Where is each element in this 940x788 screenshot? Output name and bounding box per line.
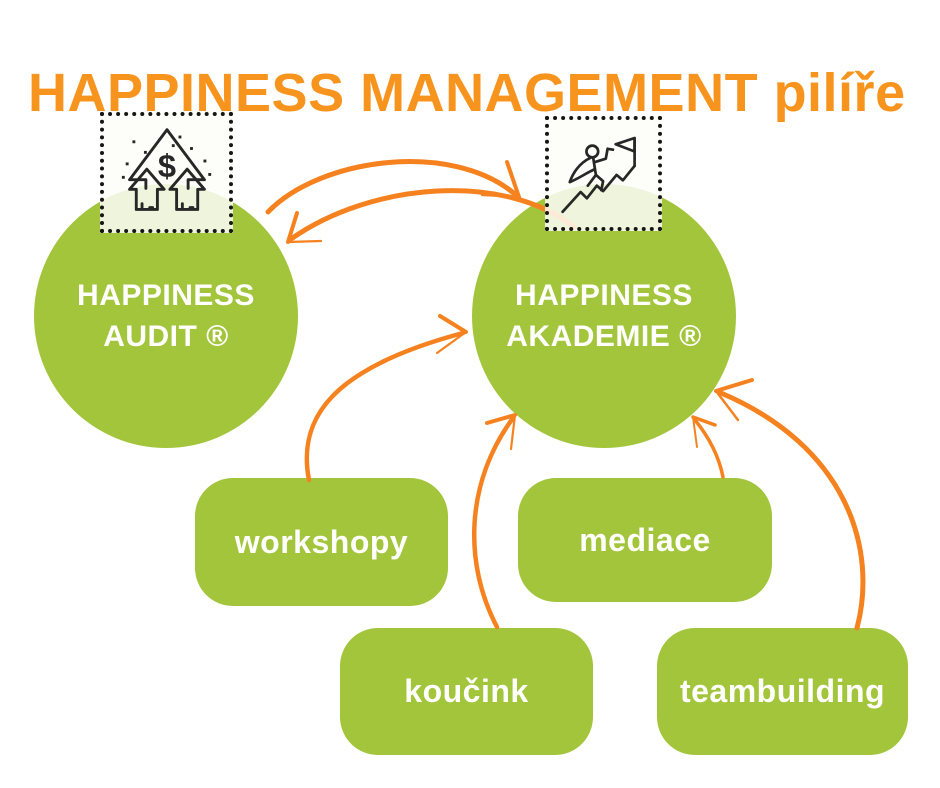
arrowhead-koucink-to-akademie-thin (509, 413, 517, 451)
circle-audit-line2: AUDIT ® (103, 320, 229, 353)
arrow-teambuilding-to-akademie (718, 390, 866, 631)
service-label-workshopy: workshopy (234, 523, 409, 560)
service-label-teambuilding: teambuilding (679, 673, 886, 709)
service-box-koucink: koučink (340, 628, 593, 755)
money-growth-icon-graphic: $ (121, 127, 211, 211)
circle-akademie-line2: AKADEMIE ® (506, 320, 702, 353)
circle-audit-line1: HAPPINESS (77, 279, 255, 312)
service-box-workshopy: workshopy (195, 478, 448, 606)
arrowhead-teambuilding-to-akademie (714, 378, 754, 393)
arrowhead-akademie-to-audit-thin (286, 239, 323, 244)
arrow-audit-to-akademie (265, 159, 519, 215)
circle-happiness-akademie-label: HAPPINESS AKADEMIE ® (506, 275, 701, 357)
service-label-koucink: koučink (404, 673, 529, 709)
arrowhead-mediace-to-akademie (691, 415, 717, 427)
mountain-flag-icon (545, 116, 662, 231)
arrowhead-koucink-to-akademie (485, 413, 517, 425)
arrowhead-workshopy-to-akademie (438, 314, 468, 334)
circle-akademie-line1: HAPPINESS (515, 279, 693, 312)
arrowhead-workshopy-to-akademie-thin (435, 330, 468, 355)
service-label-mediace: mediace (579, 521, 711, 558)
arrowhead-akademie-to-audit (286, 211, 299, 244)
arrow-akademie-to-audit (288, 188, 577, 242)
arrow-workshopy-to-akademie (304, 330, 466, 483)
arrowhead-teambuilding-to-akademie-thin (714, 389, 740, 422)
svg-text:$: $ (157, 146, 175, 183)
circle-happiness-audit-label: HAPPINESS AUDIT ® (77, 275, 255, 357)
arrow-koucink-to-akademie (471, 415, 516, 630)
arrow-mediace-to-akademie (693, 418, 725, 479)
service-box-teambuilding: teambuilding (657, 628, 908, 755)
mountain-flag-icon-graphic (560, 136, 636, 213)
money-growth-icon: $ (100, 112, 233, 233)
arrowhead-audit-to-akademie (505, 160, 521, 199)
service-box-mediace: mediace (518, 478, 772, 602)
arrowhead-mediace-to-akademie-thin (692, 416, 698, 448)
